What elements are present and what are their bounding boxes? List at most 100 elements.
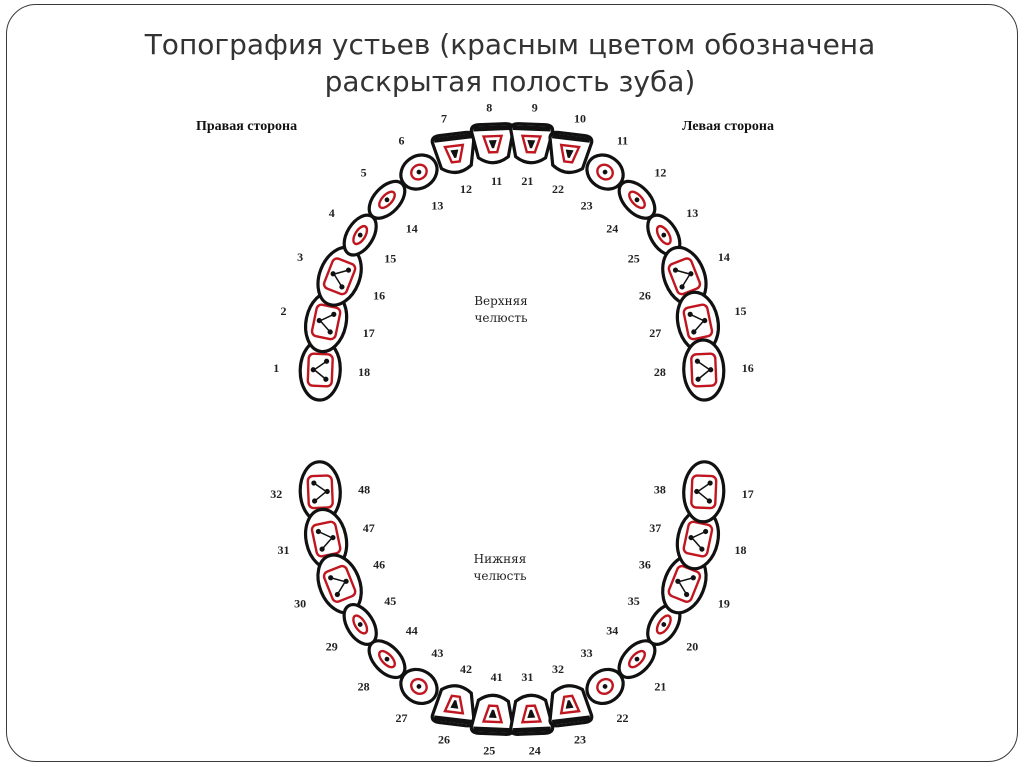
tooth-number-outer: 25: [483, 744, 495, 758]
tooth-number-outer: 23: [574, 733, 586, 747]
root-canal-orifice: [324, 488, 330, 495]
pulp-cavity: [682, 303, 714, 341]
root-canal-orifice: [675, 578, 681, 584]
tooth: [316, 553, 363, 615]
pulp-cavity: [520, 134, 543, 154]
tooth: [304, 290, 349, 354]
incisal-edge: [512, 124, 551, 132]
root-canal-orifice: [684, 591, 690, 598]
root-canal-orifice: [706, 498, 712, 504]
tooth-number-inner: 46: [373, 558, 385, 572]
root-canal-orifice: [488, 709, 497, 718]
root-canal-orifice: [703, 528, 709, 535]
root-canal-orifice: [687, 311, 693, 317]
tooth-number-outer: 19: [718, 596, 730, 610]
pulp-cavity: [378, 190, 396, 210]
tooth-number-inner: 45: [384, 594, 396, 608]
root-canal-orifice: [310, 367, 316, 373]
root-canal-orifice: [316, 317, 322, 324]
root-canal-orifice: [527, 140, 536, 149]
root-canal-orifice: [702, 317, 708, 324]
pulp-cavity: [410, 163, 428, 181]
root-canal-orifice: [690, 575, 696, 581]
root-canal-orifice: [328, 575, 334, 581]
root-canal-orifice: [565, 149, 574, 159]
tooth: [675, 290, 720, 354]
root-canal-orifice: [688, 271, 694, 277]
root-canal-orifice: [688, 535, 694, 541]
root-canal-orifice: [661, 622, 667, 627]
root-canal-orifice: [330, 271, 336, 277]
tooth: [682, 338, 726, 402]
tooth-number-outer: 1: [273, 361, 279, 375]
pulp-cavity: [306, 352, 334, 388]
root-canal-orifice: [323, 376, 329, 382]
pulp-cavity: [628, 190, 646, 210]
tooth-number-inner: 42: [460, 662, 472, 676]
tooth-number-outer: 24: [529, 744, 541, 758]
root-canal-orifice: [323, 358, 330, 364]
tooth-number-inner: 15: [384, 251, 396, 265]
tooth-number-inner: 17: [363, 326, 375, 340]
lower-jaw-line-1: Нижняя: [473, 552, 527, 566]
tooth: [509, 122, 555, 165]
tooth-number-outer: 13: [686, 206, 698, 220]
root-canal-orifice: [330, 535, 336, 541]
tooth-number-inner: 36: [639, 558, 651, 572]
tooth: [399, 667, 439, 706]
root-canal-orifice: [357, 232, 363, 238]
tooth-outline: [682, 460, 726, 524]
tooth-number-outer: 18: [734, 543, 746, 557]
incisal-edge: [433, 133, 473, 143]
tooth-number-outer: 21: [654, 679, 666, 693]
tooth-number-outer: 5: [361, 165, 367, 179]
tooth: [509, 693, 555, 736]
tooth: [548, 130, 594, 174]
root-canal-orifice: [450, 149, 459, 159]
pulp-cavity: [378, 649, 396, 669]
pulp-cavity: [352, 614, 369, 635]
tooth-number-outer: 20: [686, 640, 698, 654]
tooth-number-outer: 7: [441, 112, 447, 126]
tooth-number-inner: 22: [552, 182, 564, 196]
tooth-number-outer: 12: [654, 165, 666, 179]
tooth-number-inner: 35: [628, 594, 640, 608]
incisal-edge: [551, 133, 591, 143]
tooth-number-inner: 18: [358, 365, 370, 379]
slide-title: Топография устьев (красным цветом обозна…: [60, 26, 960, 100]
upper-jaw-line-1: Верхняя: [474, 294, 528, 308]
root-canal-orifice: [672, 267, 679, 273]
pulp-cavity: [628, 649, 646, 669]
label-left-side: Левая сторона: [682, 119, 774, 134]
root-canal-orifice: [315, 528, 321, 535]
pulp-cavity: [667, 257, 702, 296]
label-upper-jaw: Верхняя челюсть: [431, 293, 571, 327]
tooth-number-inner: 33: [581, 646, 593, 660]
pulp-cavity: [443, 143, 465, 164]
tooth-number-inner: 34: [606, 623, 618, 637]
tooth-number-outer: 14: [718, 250, 730, 264]
pulp-cavity: [596, 163, 614, 181]
tooth-number-outer: 10: [574, 112, 586, 126]
root-canal-orifice: [691, 329, 697, 335]
root-canal-orifice: [602, 169, 608, 175]
root-canal-orifice: [357, 622, 363, 627]
pulp-cavity: [682, 520, 714, 558]
tooth-number-inner: 28: [654, 365, 666, 379]
tooth-number-outer: 3: [297, 250, 303, 264]
root-canal-orifice: [707, 480, 713, 486]
incisal-edge: [433, 715, 473, 725]
tooth-number-inner: 32: [552, 662, 564, 676]
tooth: [399, 153, 439, 191]
tooth-number-inner: 44: [406, 623, 418, 637]
pulp-cavity: [481, 134, 504, 154]
root-canal-orifice: [343, 578, 349, 584]
tooth-number-inner: 23: [581, 198, 593, 212]
tooth-number-inner: 24: [606, 222, 618, 236]
pulp-cavity: [443, 694, 465, 715]
tooth: [367, 179, 407, 220]
tooth: [682, 460, 726, 524]
tooth-number-outer: 26: [438, 733, 450, 747]
root-canal-orifice: [312, 498, 318, 504]
